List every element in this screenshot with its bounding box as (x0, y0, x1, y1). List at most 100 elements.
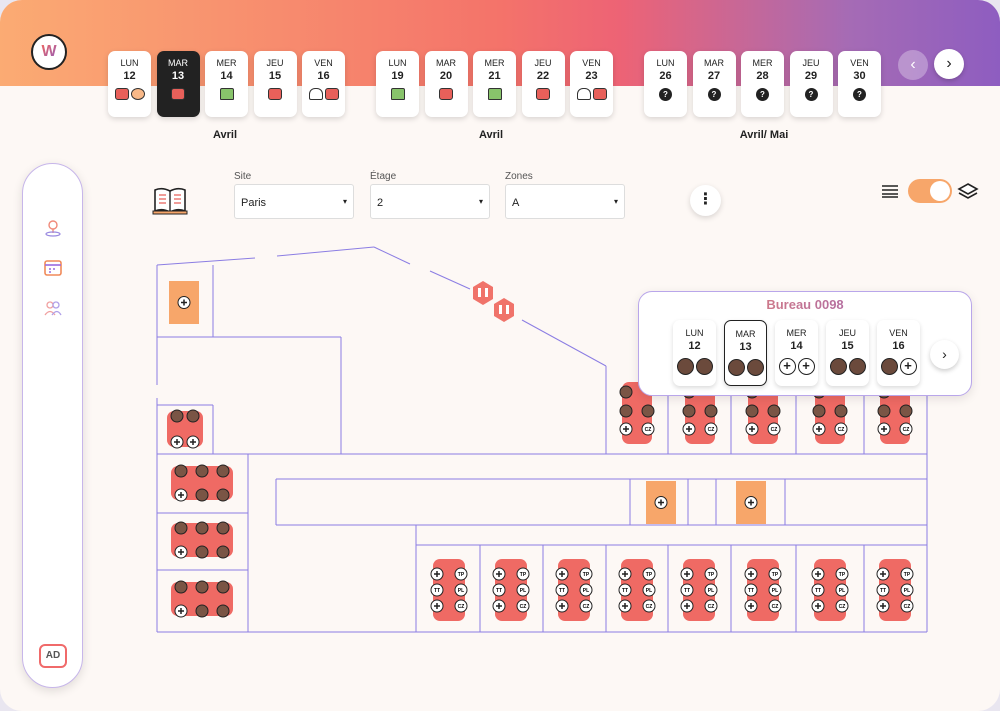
desk-seat[interactable] (834, 422, 848, 436)
person-avatar[interactable] (216, 464, 230, 478)
person-avatar[interactable] (641, 404, 655, 418)
desk-seat[interactable] (876, 583, 890, 597)
desk-seat[interactable] (454, 567, 468, 581)
site-select[interactable]: Paris▾ (234, 184, 354, 219)
person-avatar[interactable] (216, 488, 230, 502)
person-avatar[interactable] (174, 580, 188, 594)
desk-seat[interactable] (835, 583, 849, 597)
desk-cluster[interactable] (171, 582, 233, 616)
person-avatar[interactable] (216, 521, 230, 535)
person-avatar[interactable] (834, 404, 848, 418)
person-avatar[interactable] (186, 409, 200, 423)
app-logo[interactable]: W (31, 34, 67, 70)
desk-seat[interactable] (430, 583, 444, 597)
add-booking-button[interactable]: + (797, 358, 815, 375)
person-avatar[interactable] (704, 404, 718, 418)
floor-select[interactable]: 2▾ (370, 184, 490, 219)
desk-seat[interactable] (900, 567, 914, 581)
sidebar-item-people[interactable] (42, 297, 64, 319)
desk-popup-next-button[interactable]: › (930, 340, 959, 369)
desk-seat[interactable] (579, 599, 593, 613)
person-avatar[interactable] (216, 580, 230, 594)
add-booking-button[interactable]: + (778, 358, 796, 375)
desk-seat[interactable] (767, 422, 781, 436)
desk-seat[interactable] (641, 422, 655, 436)
desk-seat[interactable] (642, 567, 656, 581)
person-avatar[interactable] (174, 464, 188, 478)
previous-weeks-button[interactable]: ‹ (898, 50, 928, 80)
desk-seat[interactable] (642, 583, 656, 597)
person-avatar[interactable] (195, 488, 209, 502)
desk-seat[interactable] (555, 583, 569, 597)
desk-seat[interactable] (579, 583, 593, 597)
user-avatar[interactable]: AD (39, 644, 67, 668)
person-avatar[interactable] (195, 580, 209, 594)
desk-seat[interactable] (516, 567, 530, 581)
desk-seat[interactable] (642, 599, 656, 613)
add-booking-button[interactable]: + (899, 358, 917, 375)
person-avatar[interactable] (195, 545, 209, 559)
next-weeks-button[interactable]: › (934, 49, 964, 79)
person-avatar[interactable] (745, 404, 759, 418)
desk-cluster[interactable] (171, 466, 233, 500)
desk-seat[interactable] (454, 583, 468, 597)
more-options-button[interactable]: ⋮ (690, 185, 721, 216)
desk-seat[interactable] (454, 599, 468, 613)
desk-seat[interactable] (744, 583, 758, 597)
desk-seat[interactable] (900, 599, 914, 613)
person-avatar[interactable] (899, 404, 913, 418)
desk-seat[interactable] (768, 567, 782, 581)
sidebar-item-location[interactable] (42, 217, 64, 239)
desk-seat[interactable] (704, 422, 718, 436)
desk-seat[interactable] (899, 422, 913, 436)
person-avatar[interactable] (812, 404, 826, 418)
desk-seat[interactable] (618, 583, 632, 597)
desk-seat[interactable] (835, 599, 849, 613)
desk-seat[interactable] (516, 599, 530, 613)
desk-seat[interactable] (835, 567, 849, 581)
person-avatar[interactable] (877, 404, 891, 418)
person-avatar[interactable] (767, 404, 781, 418)
list-view-icon[interactable] (881, 183, 899, 199)
desk-seat[interactable] (516, 583, 530, 597)
desk-seat[interactable] (811, 583, 825, 597)
desk-seat[interactable] (492, 583, 506, 597)
book-icon[interactable] (152, 184, 188, 216)
person-avatar[interactable] (170, 409, 184, 423)
person-avatar[interactable] (195, 604, 209, 618)
desk-seat[interactable] (704, 583, 718, 597)
desk-seat[interactable] (704, 567, 718, 581)
sidebar-item-calendar[interactable] (42, 256, 64, 278)
person-avatar[interactable] (619, 385, 633, 399)
person-avatar[interactable] (619, 404, 633, 418)
person-avatar[interactable] (216, 604, 230, 618)
person-avatar[interactable] (195, 464, 209, 478)
desk-seat[interactable] (704, 599, 718, 613)
desk-cluster[interactable] (171, 523, 233, 557)
person-avatar[interactable] (682, 404, 696, 418)
view-toggle[interactable] (908, 179, 952, 203)
desk-seat[interactable] (768, 583, 782, 597)
desk-seat[interactable] (579, 567, 593, 581)
desk-seat[interactable] (900, 583, 914, 597)
desk-seat[interactable] (768, 599, 782, 613)
person-avatar[interactable] (174, 521, 188, 535)
layers-icon[interactable] (957, 181, 979, 203)
